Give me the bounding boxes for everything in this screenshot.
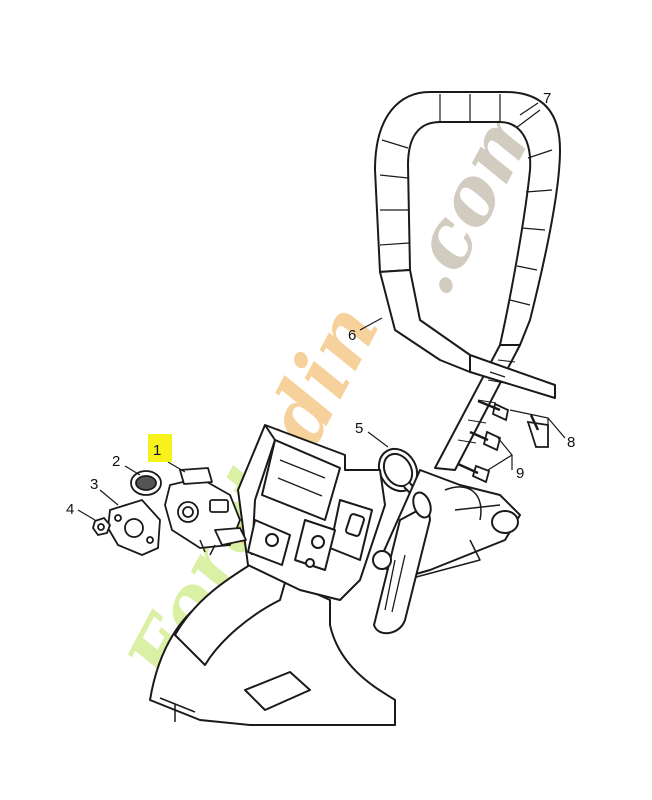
callout-3: 3 xyxy=(90,476,98,493)
carburetor-part-1 xyxy=(164,467,247,556)
callout-2: 2 xyxy=(112,453,120,470)
gasket-part-2 xyxy=(130,470,162,496)
housing xyxy=(149,424,521,726)
callout-9: 9 xyxy=(516,465,524,482)
nut-part-4 xyxy=(92,516,112,537)
callout-8: 8 xyxy=(567,434,575,451)
leader-lines xyxy=(77,102,566,521)
plate-part-3 xyxy=(107,498,161,556)
callout-1: 1 xyxy=(153,442,161,459)
handlebar-bracket xyxy=(469,354,556,399)
callout-4: 4 xyxy=(66,501,74,518)
handlebar xyxy=(374,91,561,471)
callout-5: 5 xyxy=(355,420,363,437)
callout-7: 7 xyxy=(543,90,551,107)
screws-part-9 xyxy=(457,430,502,484)
callout-6: 6 xyxy=(348,327,356,344)
screws-part-8 xyxy=(477,399,549,448)
callout-highlight xyxy=(148,434,172,462)
callouts: 1 2 3 4 5 6 7 8 9 xyxy=(66,90,575,518)
